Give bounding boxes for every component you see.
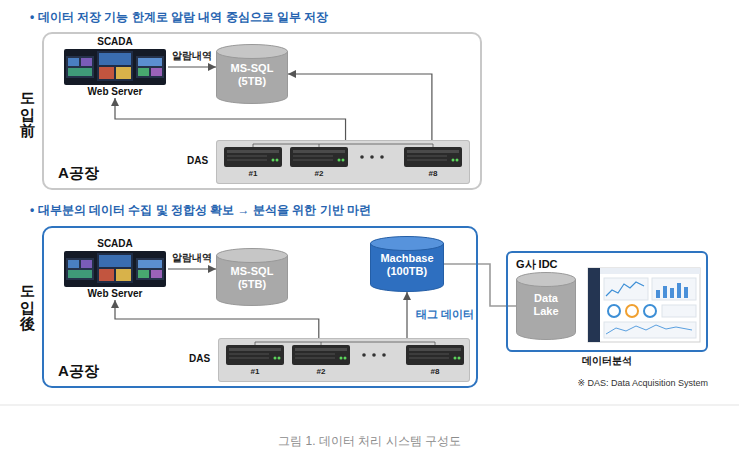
das-band-fill	[218, 338, 470, 382]
section-panel: A공장 SCADA Web Server MS-SQL (5TB) Machbase (…	[42, 226, 478, 388]
section-heading: • 데이터 저장 기능 한계로 알람 내역 중심으로 일부 저장	[30, 10, 328, 24]
das-device	[406, 345, 464, 365]
separator-line	[0, 405, 739, 406]
das-bus-wire	[255, 342, 435, 345]
node-label: #1	[238, 169, 268, 179]
database-cylinder: MS-SQL (5TB)	[216, 44, 288, 104]
node-label: #2	[306, 367, 336, 377]
footnote: ※ DAS: Data Acquisition System	[577, 378, 708, 389]
node-label: G사 IDC	[516, 258, 558, 271]
connector-arrow	[168, 268, 216, 269]
connector-arrow	[288, 74, 432, 140]
dashboard-screenshot	[588, 268, 700, 342]
section-side-label: 도입後	[20, 283, 35, 333]
scada-web-server: SCADA Web Server	[62, 36, 168, 98]
cylinder-top	[517, 273, 576, 287]
node-label: A공장	[58, 164, 99, 182]
database-cylinder: Data Lake	[516, 272, 576, 340]
node-label: DAS	[189, 353, 210, 365]
scada-screenshot	[64, 49, 166, 85]
node-label: Machbase (100TB)	[374, 252, 440, 277]
edge-label: 알람내역	[171, 252, 213, 264]
database-cylinder: MS-SQL (5TB)	[216, 248, 288, 306]
cylinder-top	[371, 237, 444, 251]
node-label: #1	[240, 367, 270, 377]
das-bus-wire	[253, 144, 433, 147]
das-device	[292, 345, 350, 365]
node-label: Data Lake	[524, 292, 568, 317]
das-rack: DAS#1#2#8	[218, 338, 470, 382]
node-label: #2	[304, 169, 334, 179]
node-label: SCADA	[62, 36, 168, 48]
node-label: MS-SQL (5TB)	[225, 265, 279, 290]
das-device	[404, 147, 462, 167]
cylinder-top	[217, 249, 288, 263]
das-band-fill	[216, 140, 470, 184]
cylinder-top	[217, 45, 288, 59]
node-label: #8	[418, 169, 448, 179]
das-device	[290, 147, 348, 167]
scada-screenshot	[64, 251, 166, 287]
section-panel: A공장 SCADA Web Server MS-SQL (5TB) DAS #1 #2 #8	[42, 32, 482, 190]
connector-arrow	[115, 98, 346, 140]
edge-label: 알람내역	[171, 50, 213, 62]
idc-box: G사 IDC데이터분석Data Lake	[506, 251, 708, 352]
das-device	[224, 147, 282, 167]
das-device	[226, 345, 284, 365]
node-label: DAS	[187, 155, 208, 167]
connector-arrow	[406, 292, 407, 338]
node-label: 데이터분석	[508, 355, 706, 367]
scada-web-server: SCADA Web Server	[62, 238, 168, 300]
connector-arrow	[168, 66, 216, 67]
cylinder-body	[517, 279, 576, 340]
node-label: Web Server	[62, 288, 168, 300]
node-label: SCADA	[62, 238, 168, 250]
node-label: A공장	[58, 362, 99, 380]
das-rack: DAS#1#2#8	[216, 140, 470, 184]
connector-arrow	[115, 300, 319, 338]
node-label: #8	[420, 367, 450, 377]
database-cylinder: Machbase (100TB)	[370, 236, 444, 292]
section-side-label: 도입前	[20, 90, 35, 140]
edge-label: 태그 데이터	[415, 308, 475, 321]
figure-caption: 그림 1. 데이터 처리 시스템 구성도	[0, 434, 739, 448]
section-heading: • 대부분의 데이터 수집 및 정합성 확보 → 분석을 위한 기반 마련	[30, 203, 371, 217]
node-label: Web Server	[62, 86, 168, 98]
node-label: MS-SQL (5TB)	[225, 62, 279, 87]
